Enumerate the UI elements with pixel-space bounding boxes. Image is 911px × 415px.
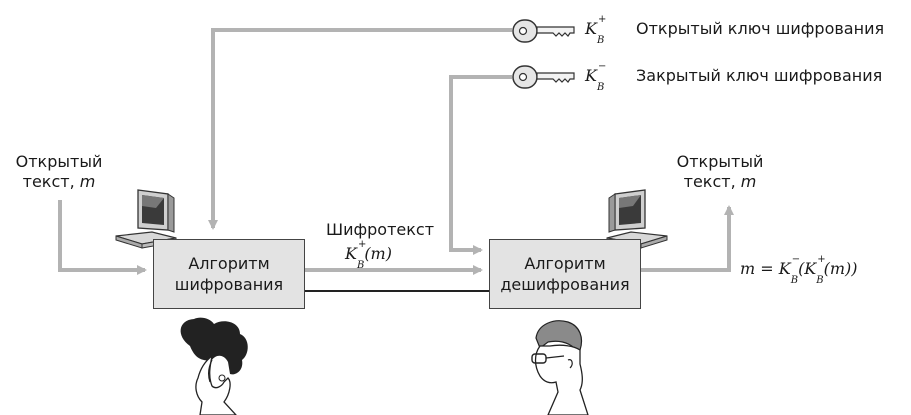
- plaintext-output-arrow: [641, 205, 734, 272]
- woman-icon: [180, 317, 248, 415]
- decryption-algorithm-box: Алгоритм дешифрования: [489, 239, 641, 309]
- computer-icon: [115, 189, 177, 249]
- public-key-description: Открытый ключ шифрования: [636, 19, 885, 38]
- public-key-arrow: [208, 28, 512, 230]
- private-key-symbol: K−B: [585, 61, 607, 94]
- key-icon: [512, 65, 575, 89]
- ciphertext-label: Шифротекст: [325, 220, 435, 239]
- encryption-algorithm-box: Алгоритм шифрования: [153, 239, 305, 309]
- plaintext-input-arrow: [58, 200, 147, 275]
- decryption-result-formula: m = K−B(K+B(m)): [740, 254, 858, 287]
- key-icon: [512, 19, 575, 43]
- public-key-symbol: K+B: [585, 14, 607, 47]
- private-key-arrow: [449, 75, 512, 255]
- receiver-plaintext-label: Открытый текст, m: [676, 152, 764, 191]
- private-key-description: Закрытый ключ шифрования: [636, 66, 883, 85]
- sender-plaintext-label: Открытый текст, m: [15, 152, 103, 191]
- man-icon: [531, 320, 589, 415]
- ciphertext-formula: K+B(m): [345, 239, 392, 272]
